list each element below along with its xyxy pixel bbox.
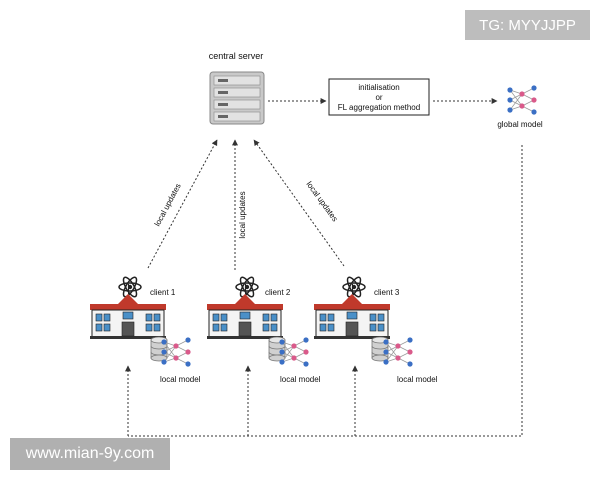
- init-line1: initialisation: [358, 83, 399, 92]
- client-2: client 2 local model: [206, 274, 321, 384]
- update-arrow-client-3: [253, 139, 345, 267]
- init-line2: or: [375, 93, 382, 102]
- server-icon: [209, 71, 265, 125]
- client-2-model-label: local model: [280, 375, 321, 384]
- atom-icon: [342, 274, 366, 300]
- client-3-model-label: local model: [397, 375, 438, 384]
- atom-icon: [235, 274, 259, 300]
- client-1-label: client 1: [150, 288, 176, 297]
- neural-network-icon: [160, 336, 192, 368]
- global-feedback-path: [128, 145, 523, 437]
- server-label: central server: [209, 51, 264, 61]
- neural-network-icon: [278, 336, 310, 368]
- client-1: client 1 local model: [89, 274, 201, 384]
- neural-network-icon: [382, 336, 414, 368]
- watermark-top-right: TG: MYYJJPP: [465, 10, 590, 40]
- updates-label-2: local updates: [238, 191, 247, 238]
- watermark-bottom-left: www.mian-9y.com: [10, 438, 170, 470]
- updates-label-3: local updates: [305, 180, 340, 223]
- init-box: [328, 78, 430, 116]
- client-3: client 3 local model: [313, 274, 438, 384]
- client-1-model-label: local model: [160, 375, 201, 384]
- updates-label-1: local updates: [153, 182, 183, 228]
- client-2-label: client 2: [265, 288, 291, 297]
- update-arrow-client-1: [147, 139, 218, 269]
- global-model-label: global model: [497, 120, 543, 129]
- neural-network-icon: [506, 84, 538, 116]
- atom-icon: [118, 274, 142, 300]
- init-line3: FL aggregation method: [338, 103, 420, 112]
- client-3-label: client 3: [374, 288, 400, 297]
